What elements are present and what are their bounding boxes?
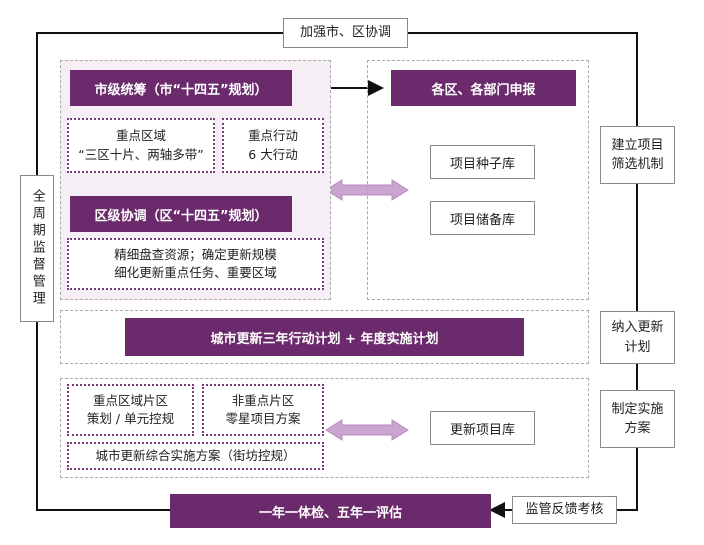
screening-mechanism-label: 建立项目筛选机制 bbox=[611, 137, 664, 173]
nonkey-zone-box: 非重点片区 零星项目方案 bbox=[202, 384, 324, 436]
refine-line2: 细化更新重点任务、重要区域 bbox=[114, 265, 277, 280]
action-plan-label: 城市更新三年行动计划 + 年度实施计划 bbox=[210, 331, 439, 347]
district-plan-label: 区级协调（区“十四五”规划） bbox=[94, 208, 268, 224]
seed-library-box: 项目种子库 bbox=[430, 145, 535, 179]
refine-resources-box: 精细盘查资源；确定更新规模 细化更新重点任务、重要区域 bbox=[67, 238, 324, 290]
key-action-line1: 重点行动 bbox=[247, 128, 298, 144]
key-zone-line1: 重点区域片区 bbox=[92, 392, 168, 408]
loop-arrow-to-right bbox=[408, 32, 638, 126]
key-area-box: 重点区域 “三区十片、两轴多带” bbox=[67, 118, 215, 173]
coordination-label: 加强市、区协调 bbox=[299, 25, 391, 41]
reserve-library-box: 项目储备库 bbox=[430, 201, 535, 235]
key-zone-line2: 策划 / 单元控规 bbox=[86, 411, 175, 426]
comprehensive-plan-label: 城市更新综合实施方案（街坊控规） bbox=[95, 447, 296, 463]
implementation-region bbox=[60, 378, 589, 478]
lifecycle-supervision-label: 全周期监督管理 bbox=[29, 189, 45, 308]
key-action-box: 重点行动 6 大行动 bbox=[222, 118, 324, 173]
update-library-label: 更新项目库 bbox=[449, 422, 515, 438]
district-apply-label: 各区、各部门申报 bbox=[431, 82, 536, 98]
outer-loop-line bbox=[36, 32, 283, 175]
comprehensive-plan-box: 城市更新综合实施方案（街坊控规） bbox=[67, 442, 324, 470]
district-plan-box: 区级协调（区“十四五”规划） bbox=[70, 196, 292, 232]
update-plan-label: 纳入更新计划 bbox=[611, 320, 664, 355]
nonkey-zone-line2: 零星项目方案 bbox=[225, 411, 301, 426]
evaluation-bar: 一年一体检、五年一评估 bbox=[170, 494, 491, 528]
nonkey-zone-line1: 非重点片区 bbox=[231, 392, 295, 408]
district-apply-box: 各区、各部门申报 bbox=[391, 70, 576, 106]
lifecycle-supervision-box: 全周期监督管理 bbox=[20, 175, 54, 322]
fat-double-arrow-lower bbox=[325, 419, 409, 441]
city-plan-box: 市级统筹（市“十四五”规划） bbox=[70, 70, 292, 106]
feedback-box: 监管反馈考核 bbox=[512, 496, 617, 524]
implementation-plan-box: 制定实施方案 bbox=[600, 390, 675, 448]
key-zone-box: 重点区域片区 策划 / 单元控规 bbox=[67, 384, 194, 436]
seed-library-label: 项目种子库 bbox=[449, 156, 515, 172]
key-action-line2: 6 大行动 bbox=[248, 146, 298, 162]
city-plan-label: 市级统筹（市“十四五”规划） bbox=[94, 82, 268, 98]
evaluation-label: 一年一体检、五年一评估 bbox=[258, 505, 402, 521]
feedback-label: 监管反馈考核 bbox=[525, 502, 604, 518]
key-area-line2: “三区十片、两轴多带” bbox=[78, 146, 204, 162]
project-library-region bbox=[367, 60, 589, 300]
plan-region bbox=[60, 310, 589, 364]
update-library-box: 更新项目库 bbox=[430, 411, 535, 445]
update-plan-box: 纳入更新计划 bbox=[600, 311, 675, 364]
refine-line1: 精细盘查资源；确定更新规模 bbox=[114, 246, 277, 262]
coordination-box: 加强市、区协调 bbox=[283, 18, 408, 48]
reserve-library-label: 项目储备库 bbox=[449, 212, 515, 228]
action-plan-bar: 城市更新三年行动计划 + 年度实施计划 bbox=[125, 318, 524, 356]
screening-mechanism-box: 建立项目筛选机制 bbox=[600, 126, 675, 184]
key-area-line1: 重点区域 bbox=[115, 128, 166, 144]
implementation-plan-label: 制定实施方案 bbox=[611, 401, 664, 437]
